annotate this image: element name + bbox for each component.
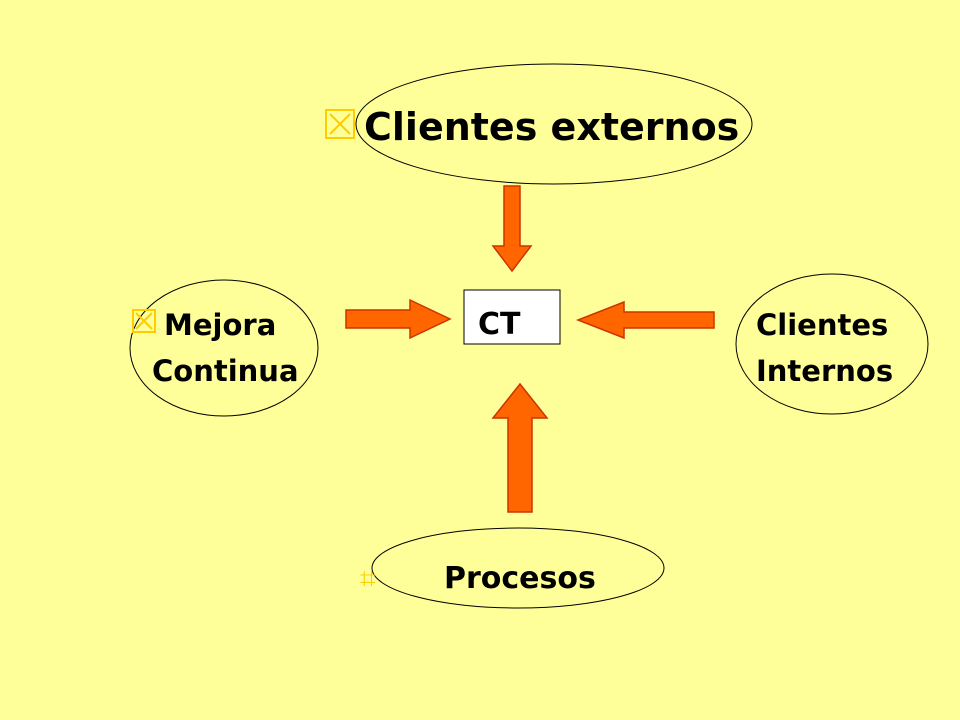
node-mejora-continua-ellipse xyxy=(129,279,319,417)
node-clientes-internos-ellipse xyxy=(735,273,929,415)
node-clientes-internos-line2: Internos xyxy=(756,354,893,388)
boxed-x-icon xyxy=(132,309,156,333)
center-box: CT xyxy=(463,289,561,345)
node-procesos-ellipse xyxy=(371,527,665,609)
node-mejora-continua: Mejora Continua xyxy=(129,279,319,417)
z-glyph-icon: ⌗ xyxy=(360,562,376,595)
node-clientes-internos: Clientes Internos xyxy=(735,273,929,415)
node-clientes-externos-label: Clientes externos xyxy=(364,105,739,149)
node-clientes-externos-ellipse xyxy=(355,63,753,185)
center-box-label: CT xyxy=(478,307,521,342)
node-mejora-continua-line1: Mejora xyxy=(164,308,276,342)
node-clientes-externos: Clientes externos xyxy=(325,63,753,185)
arrow-left-to-center xyxy=(345,298,452,340)
node-clientes-internos-line1: Clientes xyxy=(756,308,888,342)
boxed-x-icon xyxy=(325,109,355,139)
node-procesos: ⌗ Procesos xyxy=(360,527,665,609)
center-box-rect xyxy=(463,289,561,345)
node-procesos-label: Procesos xyxy=(444,561,596,596)
arrow-top-to-center xyxy=(491,185,533,273)
arrow-bottom-to-center xyxy=(491,382,549,513)
arrow-right-to-center xyxy=(575,300,715,340)
node-mejora-continua-line2: Continua xyxy=(152,354,299,388)
